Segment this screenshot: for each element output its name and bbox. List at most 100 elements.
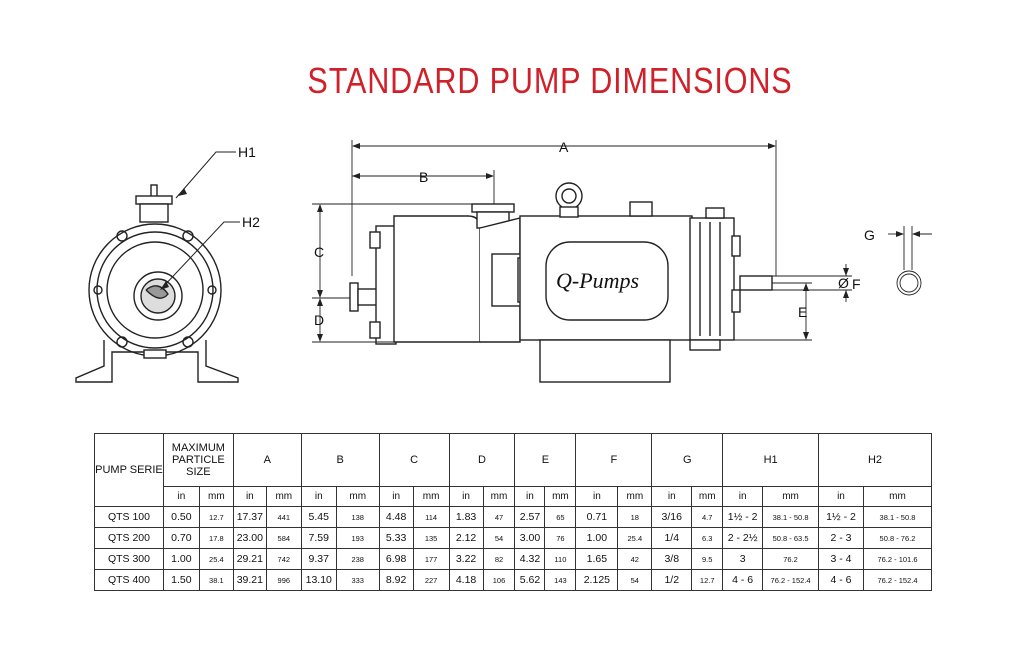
table-cell: 3/8	[651, 548, 693, 570]
table-cell: 1.83	[448, 506, 484, 528]
table-cell: 3.22	[448, 548, 484, 570]
header-pump-serie: PUMP SERIE	[94, 433, 164, 507]
header-col-g: G	[651, 433, 724, 487]
table-cell: 13.10	[300, 569, 337, 591]
table-cell: 996	[265, 569, 302, 591]
pump-serie-cell: QTS 200	[94, 527, 164, 549]
header-row: PUMP SERIE MAXIMUM PARTICLE SIZE A B C D…	[94, 433, 932, 507]
unit-mm-label: mm	[617, 486, 653, 507]
table-cell: 0.50	[162, 506, 200, 528]
table-cell: 9.37	[300, 548, 337, 570]
unit-mm-label: mm	[544, 486, 577, 507]
unit-in-label: in	[162, 486, 200, 507]
side-view	[349, 182, 773, 383]
label-h2: H2	[242, 214, 260, 230]
table-cell: 1.00	[162, 548, 200, 570]
table-cell: 38.1	[198, 569, 234, 591]
table-cell: 4.48	[378, 506, 414, 528]
pump-serie-cell: QTS 100	[94, 506, 164, 528]
table-cell: 54	[617, 569, 653, 591]
table-cell: 135	[412, 527, 450, 549]
table-cell: 138	[335, 506, 380, 528]
table-cell: 23.00	[232, 527, 267, 549]
pump-serie-cell: QTS 400	[94, 569, 164, 591]
pump-drawing: H1 H2	[75, 139, 932, 383]
table-cell: 4 - 6	[722, 569, 764, 591]
table-cell: 1½ - 2	[722, 506, 764, 528]
table-cell: 1.00	[575, 527, 619, 549]
table-cell: 50.8 - 63.5	[762, 527, 820, 549]
table-cell: 2 - 2½	[722, 527, 764, 549]
table-cell: 5.62	[514, 569, 546, 591]
unit-mm-label: mm	[198, 486, 234, 507]
unit-in-label: in	[651, 486, 693, 507]
q-pumps-logo: Q-Pumps	[556, 268, 639, 293]
unit-mm-label: mm	[335, 486, 380, 507]
table-cell: 5.33	[378, 527, 414, 549]
table-cell: 1/4	[651, 527, 693, 549]
header-col-d: D	[448, 433, 516, 487]
table-cell: 3.00	[514, 527, 546, 549]
unit-mm-label: mm	[482, 486, 516, 507]
table-cell: 584	[265, 527, 302, 549]
table-cell: 65	[544, 506, 577, 528]
table-cell: 742	[265, 548, 302, 570]
unit-mm-label: mm	[265, 486, 302, 507]
table-cell: 76.2 - 152.4	[862, 569, 933, 591]
table-cell: 38.1 - 50.8	[862, 506, 933, 528]
table-cell: 76.2 - 152.4	[762, 569, 820, 591]
unit-in-label: in	[232, 486, 267, 507]
unit-mm-label: mm	[862, 486, 933, 507]
table-cell: 82	[482, 548, 516, 570]
table-cell: 17.37	[232, 506, 267, 528]
table-cell: 9.5	[691, 548, 724, 570]
table-cell: 29.21	[232, 548, 267, 570]
table-cell: 1½ - 2	[818, 506, 864, 528]
pump-serie-cell: QTS 300	[94, 548, 164, 570]
table-cell: 227	[412, 569, 450, 591]
table-cell: 2.12	[448, 527, 484, 549]
header-col-a: A	[232, 433, 302, 487]
table-cell: 12.7	[691, 569, 724, 591]
table-cell: 2 - 3	[818, 527, 864, 549]
table-cell: 4 - 6	[818, 569, 864, 591]
unit-in-label: in	[575, 486, 619, 507]
dimensions-table: PUMP SERIE MAXIMUM PARTICLE SIZE A B C D…	[94, 433, 933, 591]
page-title: STANDARD PUMP DIMENSIONS	[307, 60, 793, 101]
table-cell: 1/2	[651, 569, 693, 591]
unit-in-label: in	[818, 486, 864, 507]
table-cell: 76.2	[762, 548, 820, 570]
table-cell: 47	[482, 506, 516, 528]
table-cell: 0.71	[575, 506, 619, 528]
table-cell: 193	[335, 527, 380, 549]
dimension-arrows	[317, 143, 920, 342]
label-d: D	[314, 312, 324, 328]
table-cell: 6.3	[691, 527, 724, 549]
label-b: B	[419, 169, 428, 185]
table-cell: 1.50	[162, 569, 200, 591]
front-view	[75, 151, 240, 383]
table-cell: 177	[412, 548, 450, 570]
table-cell: 25.4	[198, 548, 234, 570]
table-cell: 7.59	[300, 527, 337, 549]
table-cell: 2.125	[575, 569, 619, 591]
table-cell: 2.57	[514, 506, 546, 528]
unit-mm-label: mm	[412, 486, 450, 507]
header-col-f: F	[575, 433, 653, 487]
header-col-e: E	[514, 433, 577, 487]
table-cell: 17.8	[198, 527, 234, 549]
table-cell: 18	[617, 506, 653, 528]
table-cell: 42	[617, 548, 653, 570]
label-e: E	[798, 304, 807, 320]
table-cell: 333	[335, 569, 380, 591]
table-cell: 76.2 - 101.6	[862, 548, 933, 570]
table-cell: 441	[265, 506, 302, 528]
table-cell: 6.98	[378, 548, 414, 570]
table-cell: 38.1 - 50.8	[762, 506, 820, 528]
